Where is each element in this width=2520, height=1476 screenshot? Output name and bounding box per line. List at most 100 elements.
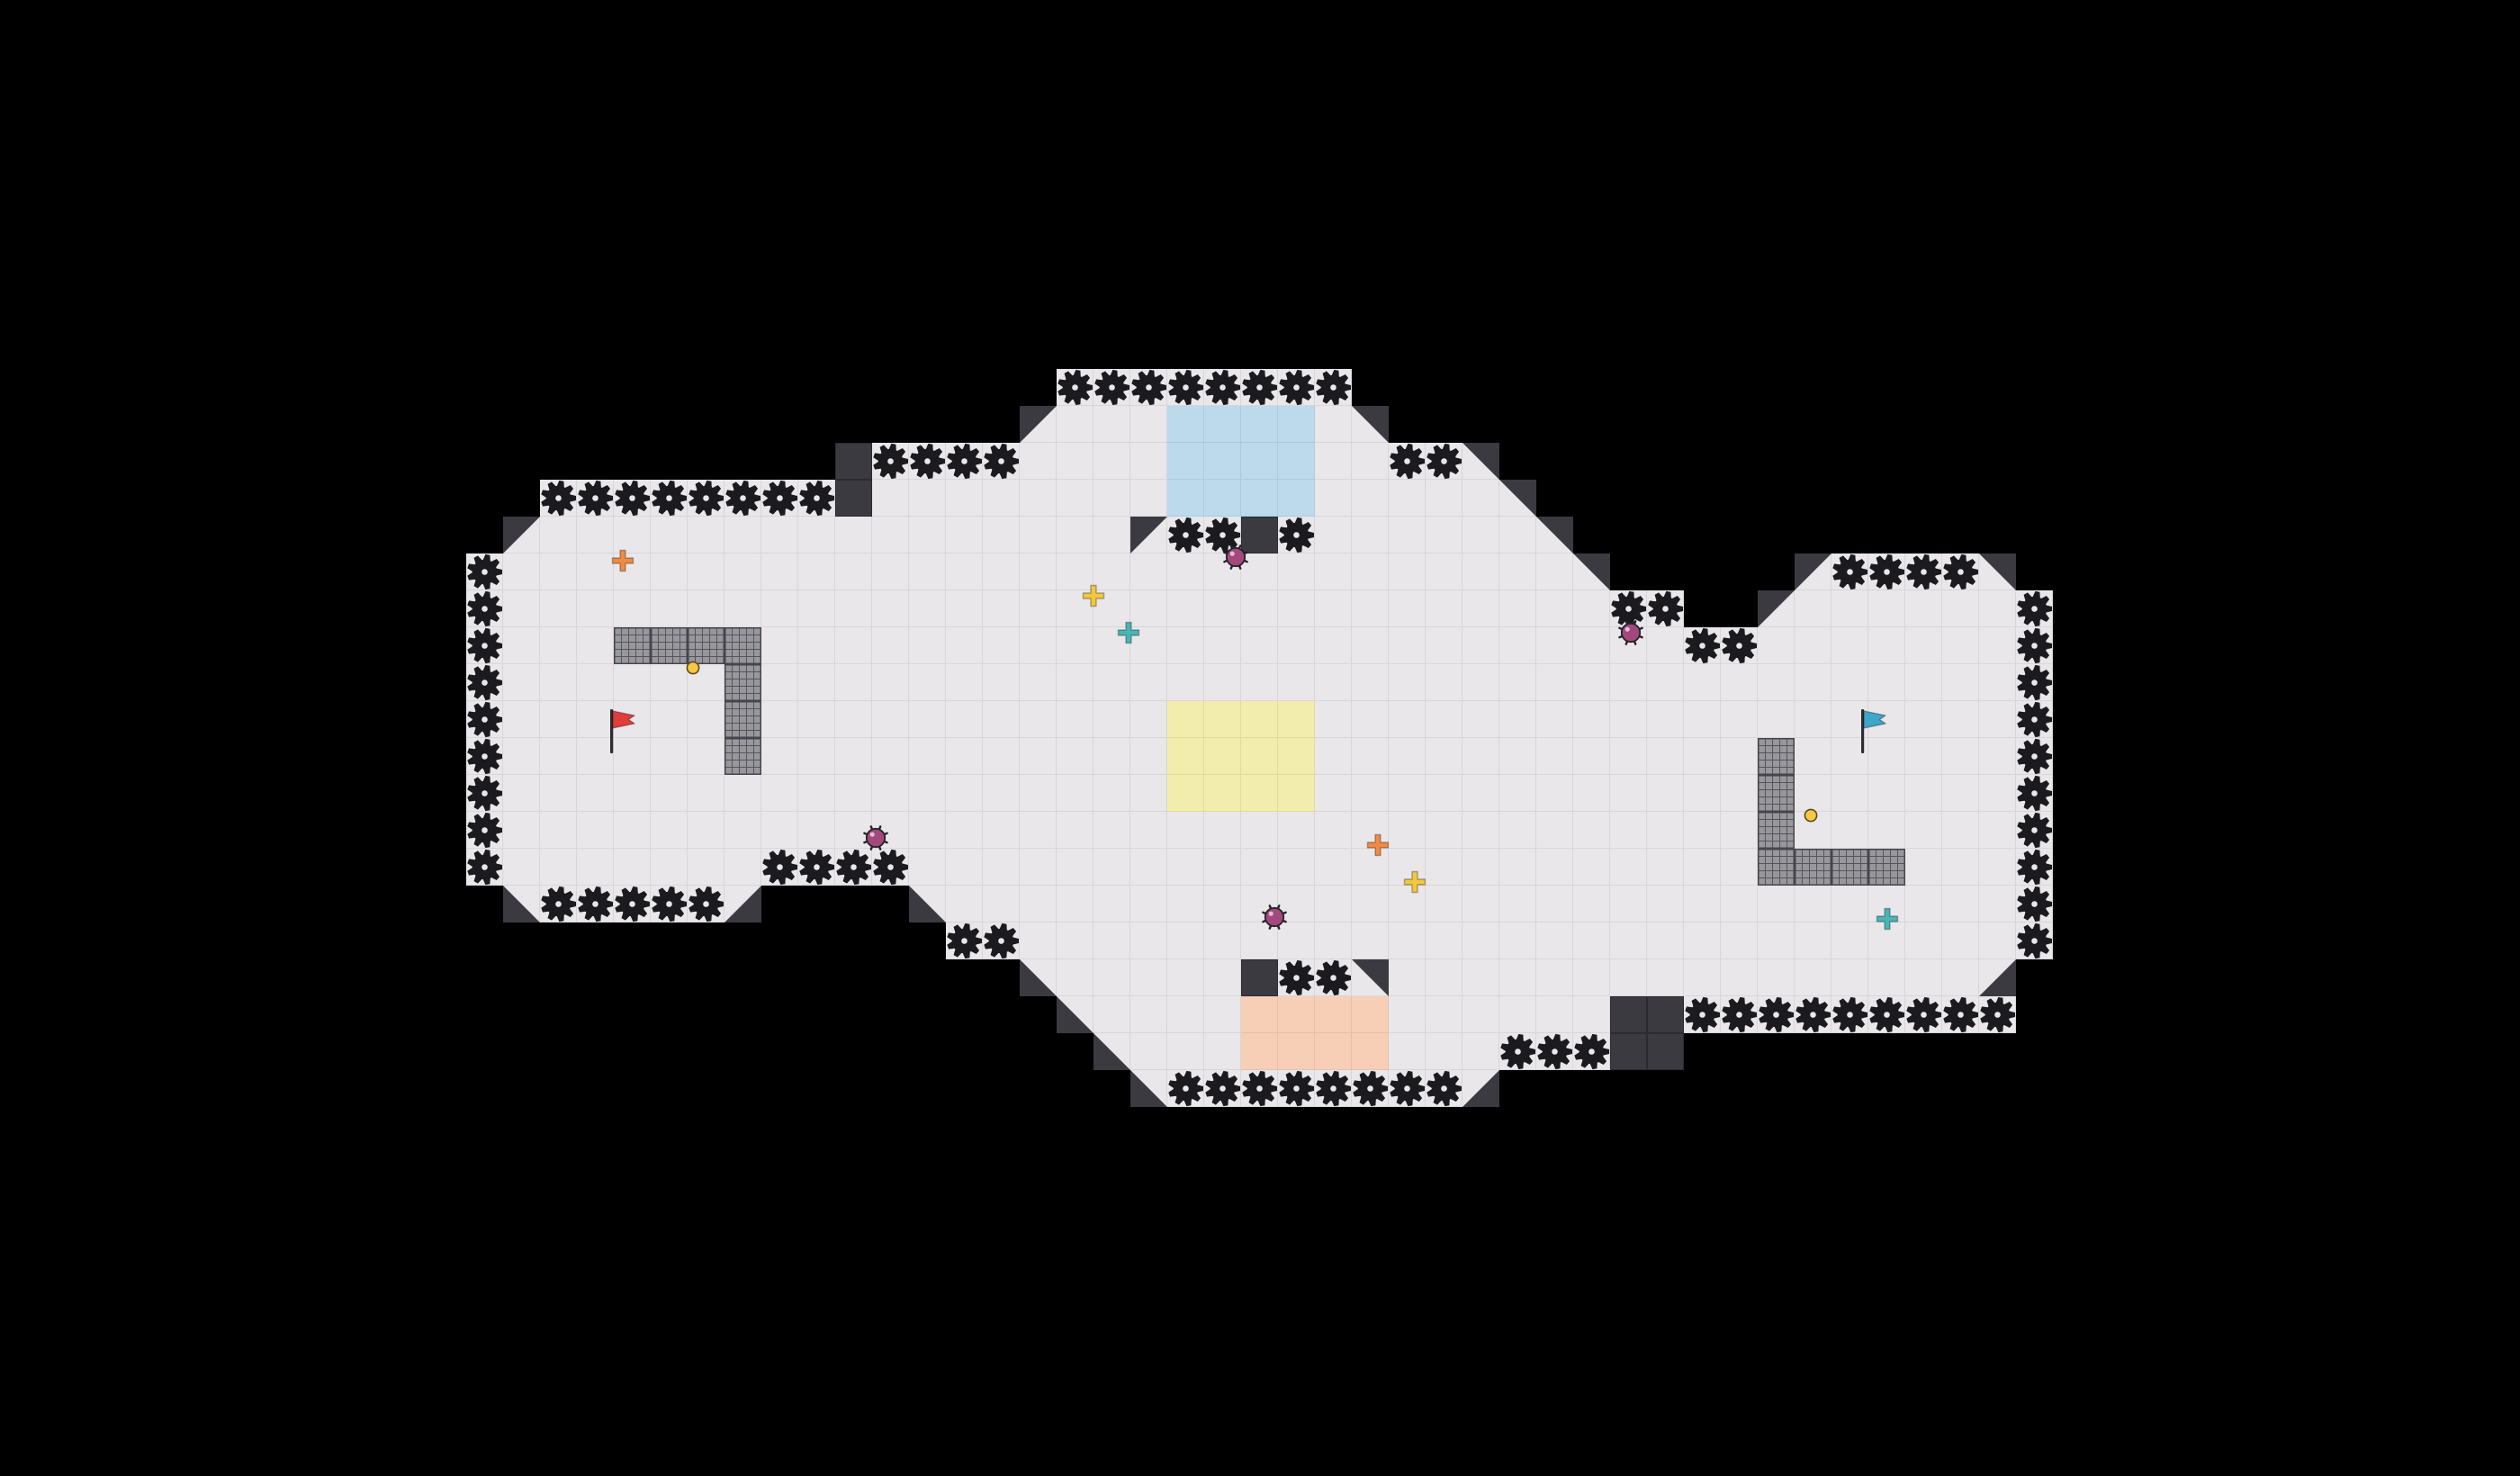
gear-hazard <box>1684 996 1721 1033</box>
cross-icon <box>1366 833 1389 857</box>
floor-tile <box>835 701 872 738</box>
floor-tile <box>1352 480 1389 517</box>
floor-tile <box>946 554 983 590</box>
floor-tile <box>724 812 761 849</box>
gear-icon <box>1279 517 1315 554</box>
floor-tile <box>983 627 1020 664</box>
floor-tile <box>946 775 983 812</box>
gear-hazard <box>1389 1070 1426 1107</box>
floor-tile <box>835 664 872 701</box>
floor-tile <box>1389 922 1426 959</box>
floor-tile <box>1241 812 1278 849</box>
floor-tile <box>1094 443 1130 480</box>
floor-tile <box>1647 627 1684 664</box>
coin-pickup <box>686 661 701 676</box>
floor-tile <box>1130 554 1167 590</box>
floor-tile <box>577 664 614 701</box>
slope-icon <box>909 886 946 922</box>
floor-tile <box>1942 738 1979 775</box>
floor-tile <box>1979 922 2016 959</box>
floor-tile <box>1057 406 1094 443</box>
gear-icon <box>1759 996 1795 1033</box>
floor-tile <box>1721 922 1758 959</box>
floor-tile <box>1647 664 1684 701</box>
floor-tile <box>1020 443 1057 480</box>
slope-icon <box>1536 517 1573 554</box>
gear-icon <box>1131 369 1167 406</box>
pink-zone-tile <box>1241 996 1278 1033</box>
floor-tile <box>1389 480 1426 517</box>
floor-tile <box>1647 886 1684 922</box>
floor-tile <box>909 480 946 517</box>
floor-tile <box>1315 406 1352 443</box>
floor-tile <box>983 886 1020 922</box>
gear-icon <box>1094 369 1130 406</box>
wall-block <box>1647 996 1684 1033</box>
floor-tile <box>1684 664 1721 701</box>
floor-tile <box>540 738 577 775</box>
floor-tile <box>761 627 798 664</box>
floor-tile <box>1204 849 1241 886</box>
gear-icon <box>467 738 503 775</box>
floor-tile <box>688 517 724 554</box>
grate-block <box>1868 849 1905 886</box>
floor-tile <box>761 812 798 849</box>
yellow-zone-tile <box>1167 701 1204 738</box>
gear-icon <box>873 849 909 886</box>
floor-tile <box>1536 738 1573 775</box>
water-zone-tile <box>1278 406 1315 443</box>
gear-icon <box>2017 922 2053 959</box>
floor-tile <box>1057 627 1094 664</box>
floor-tile <box>1241 664 1278 701</box>
floor-tile <box>1942 775 1979 812</box>
gear-icon <box>1722 627 1758 664</box>
gear-icon <box>1648 590 1684 627</box>
floor-tile <box>688 775 724 812</box>
floor-tile <box>1057 517 1094 554</box>
floor-tile <box>1020 701 1057 738</box>
cross-icon <box>1403 870 1426 894</box>
gear-icon <box>1869 554 1905 590</box>
floor-tile <box>1278 849 1315 886</box>
floor-tile <box>1610 922 1647 959</box>
floor-tile <box>1389 886 1426 922</box>
gear-icon <box>1390 1070 1426 1107</box>
floor-tile <box>1462 554 1499 590</box>
floor-tile <box>1721 775 1758 812</box>
floor-tile <box>1979 775 2016 812</box>
floor-tile <box>724 849 761 886</box>
gear-hazard <box>1167 1070 1204 1107</box>
gear-hazard <box>1942 554 1979 590</box>
gear-hazard <box>1278 1070 1315 1107</box>
floor-tile <box>614 738 651 775</box>
floor-tile <box>1278 812 1315 849</box>
gear-hazard <box>651 886 688 922</box>
pink-zone-tile <box>1241 1033 1278 1070</box>
water-zone-tile <box>1278 480 1315 517</box>
floor-tile <box>1499 775 1536 812</box>
floor-tile <box>577 849 614 886</box>
floor-tile <box>1426 886 1462 922</box>
floor-tile <box>1905 627 1942 664</box>
grate-block <box>724 627 761 664</box>
floor-tile <box>1499 738 1536 775</box>
floor-tile <box>1905 590 1942 627</box>
slope-icon <box>1352 959 1389 996</box>
floor-tile <box>798 738 835 775</box>
floor-tile <box>1426 812 1462 849</box>
floor-tile <box>1684 738 1721 775</box>
floor-tile <box>1167 812 1204 849</box>
floor-tile <box>614 775 651 812</box>
floor-tile <box>1167 849 1204 886</box>
gear-hazard <box>1130 369 1167 406</box>
floor-tile <box>1352 554 1389 590</box>
floor-tile <box>946 849 983 886</box>
floor-tile <box>1315 812 1352 849</box>
floor-tile <box>1057 922 1094 959</box>
floor-tile <box>1832 627 1868 664</box>
floor-tile <box>1536 959 1573 996</box>
floor-tile <box>1462 922 1499 959</box>
slope-icon <box>1130 1070 1167 1107</box>
floor-tile <box>1979 886 2016 922</box>
